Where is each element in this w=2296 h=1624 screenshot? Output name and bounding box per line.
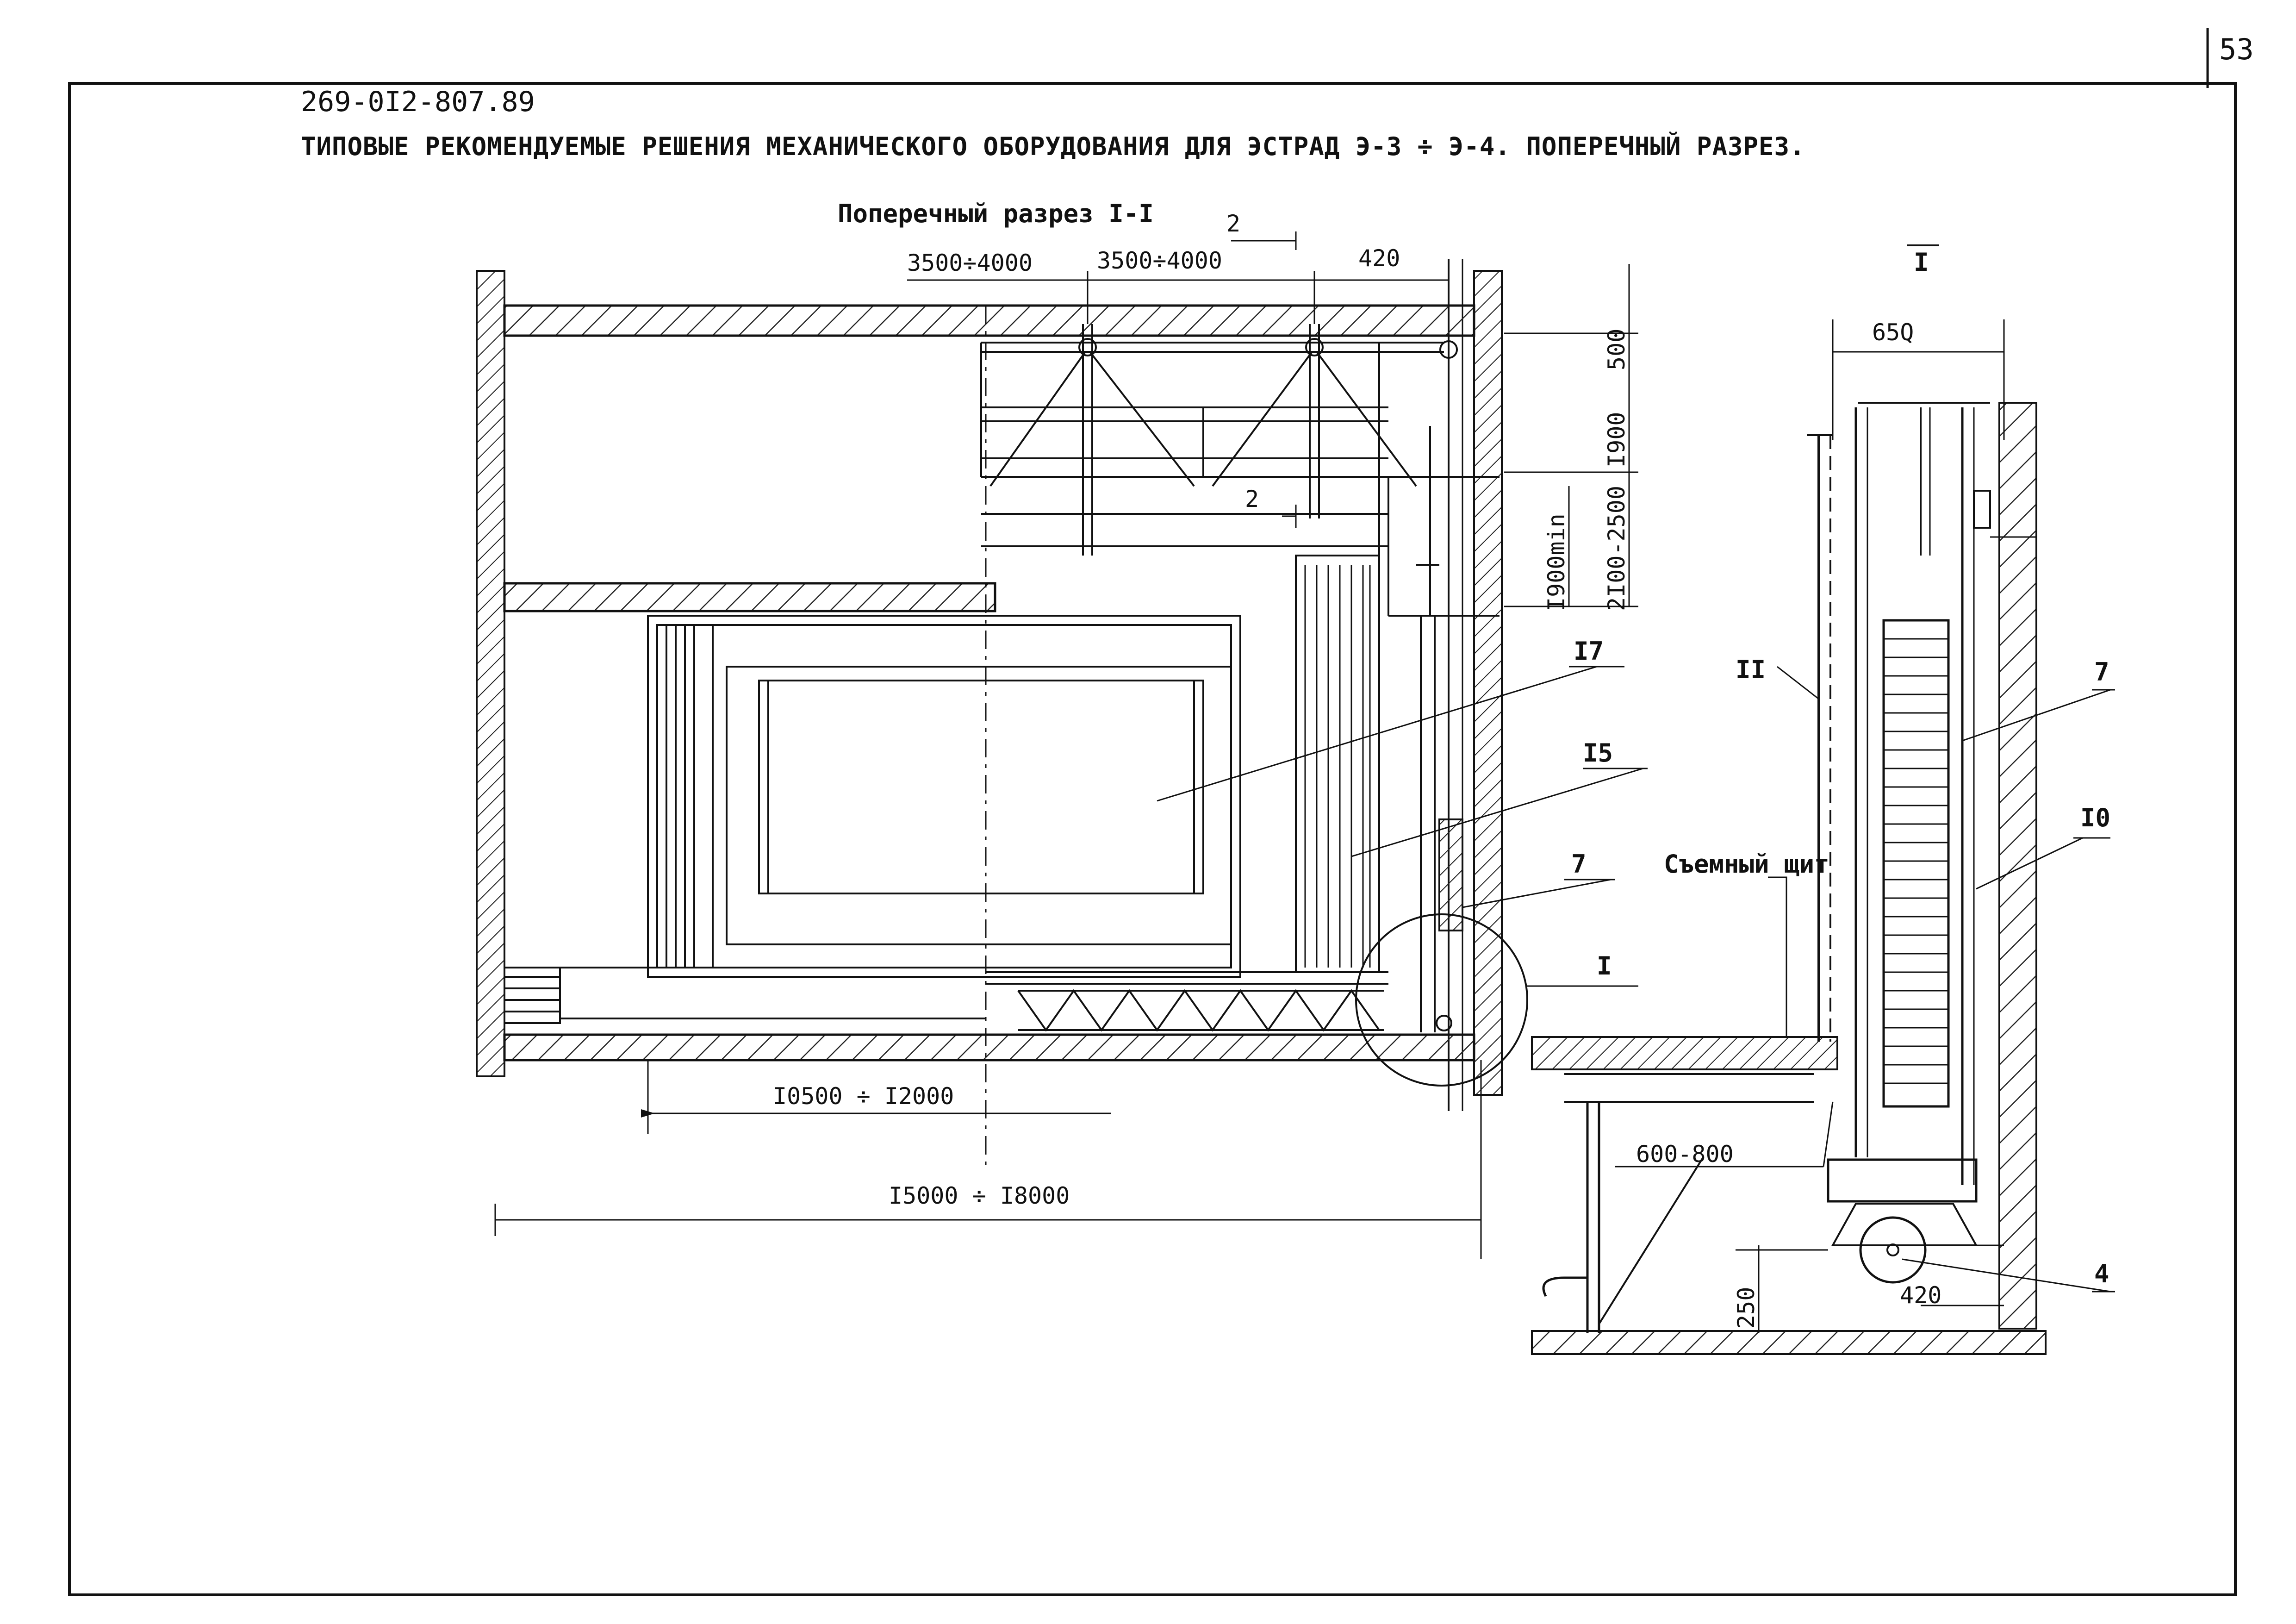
detail-dim-420: 420	[1900, 1282, 1941, 1309]
dim-width-420: 420	[1358, 245, 1400, 272]
dim-offset-mid: 2	[1245, 486, 1259, 512]
grid-frame	[980, 324, 1500, 616]
callout-detail-ref: I	[1597, 951, 1612, 981]
detail-title: I	[1914, 248, 1929, 277]
sheet-title: ТИПОВЫЕ РЕКОМЕНДУЕМЫЕ РЕШЕНИЯ МЕХАНИЧЕСК…	[301, 132, 1805, 161]
document-code: 269-0I2-807.89	[301, 86, 535, 118]
top-slab	[503, 304, 1475, 337]
right-wall	[1473, 270, 1503, 1096]
page-number: 53	[2219, 32, 2254, 66]
detail-dim-250: 250	[1733, 1287, 1760, 1329]
callout-4: 4	[2094, 1259, 2109, 1288]
detail-dim-650: 65Q	[1872, 319, 1914, 346]
callout-7-main: 7	[1571, 849, 1587, 879]
detail-deck	[1531, 1036, 1838, 1070]
curtain	[1295, 555, 1380, 973]
callout-15: I5	[1583, 738, 1613, 768]
dim-span-left: 3500÷4000	[907, 250, 1033, 276]
detail-circle	[1355, 913, 1528, 1087]
stage-truss	[986, 971, 1388, 1032]
dim-1900: I900	[1603, 412, 1630, 468]
dim-stage-depth: I0500 ÷ I2000	[773, 1083, 954, 1110]
dim-total-depth: I5000 ÷ I8000	[889, 1182, 1070, 1209]
dimension-lines	[494, 231, 1638, 1259]
detail-dim-600-800: 600-800	[1636, 1141, 1734, 1168]
removable-panel-label: Съемный щит	[1664, 849, 1829, 879]
floor-slab	[503, 1033, 1475, 1062]
callout-11: II	[1736, 655, 1766, 684]
dim-1900-min: I900min	[1543, 513, 1570, 611]
left-wall	[476, 270, 505, 1077]
callout-leaders	[1157, 666, 1648, 987]
section-title: Поперечный разрез I-I	[838, 199, 1154, 228]
callout-10: I0	[2080, 803, 2110, 832]
section-drawing	[476, 231, 1648, 1259]
forestage-steps	[504, 967, 986, 1024]
dim-span-right: 3500÷4000	[1097, 247, 1222, 274]
stage-portal	[647, 615, 1241, 978]
counterweight-stack	[1882, 619, 1950, 1108]
dim-2100-2500: 2I00-2500	[1603, 486, 1630, 611]
callout-7-detail: 7	[2094, 657, 2109, 687]
counterweight-guide	[1420, 616, 1463, 1032]
detail-drawing	[1531, 244, 2115, 1355]
detail-wall	[1998, 402, 2037, 1330]
middle-slab	[503, 582, 996, 612]
callout-17: I7	[1574, 637, 1604, 666]
sheet-frame	[68, 82, 2237, 1596]
fly-gallery	[1388, 426, 1500, 617]
pulley-4	[1859, 1216, 1927, 1284]
dim-offset-top: 2	[1226, 210, 1240, 237]
dim-500: 500	[1603, 329, 1630, 370]
detail-floor	[1531, 1330, 2047, 1355]
